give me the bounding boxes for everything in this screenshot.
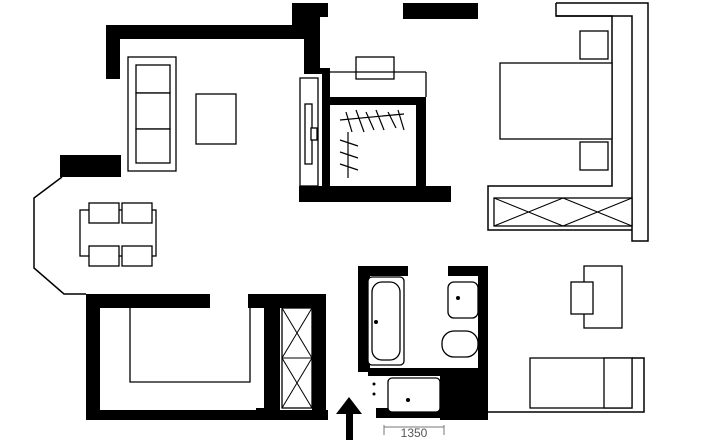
wall-lower-right [312, 294, 326, 420]
wall-lower-bottom [86, 410, 328, 420]
hanger [339, 151, 359, 159]
desk-chair [570, 281, 594, 315]
tv-knob [310, 127, 318, 141]
hanger [397, 109, 405, 131]
dining-chair [88, 202, 120, 224]
cabinet-diagonal [281, 357, 313, 409]
wall-dining-top [60, 155, 121, 177]
bay-window [33, 176, 86, 295]
wall-hall-corner [304, 68, 330, 74]
wall-bath-divider [368, 368, 440, 376]
dimension-label: 1350 [401, 426, 428, 440]
wall-bath-top-left [358, 266, 408, 276]
cabinet-diagonal [281, 307, 313, 359]
wall-closet-bottom [299, 186, 451, 202]
wall-bath-bottom [376, 408, 478, 418]
hanger [375, 109, 385, 131]
hall-bench [355, 56, 395, 80]
cross-marks [281, 197, 633, 409]
fixture-dot [372, 382, 376, 386]
thin-walls [33, 2, 649, 413]
radiator-mark [97, 378, 100, 390]
hanger [345, 111, 353, 133]
wall-hall-upper [304, 17, 320, 73]
wall-lower-top-left [86, 294, 210, 308]
sofa-cushion [135, 92, 171, 130]
wall-lower-top-right [248, 294, 314, 308]
wardrobe [493, 197, 633, 227]
walls [60, 3, 488, 420]
lower-right-wall [488, 357, 645, 413]
wall-lower-partition [264, 300, 280, 412]
furniture [79, 30, 633, 413]
drain-dot [374, 320, 378, 324]
fixture-dot [372, 392, 376, 396]
drain-dot [456, 296, 460, 300]
closet-hangers [339, 109, 405, 178]
bathtub-basin [371, 281, 401, 361]
toilet [447, 281, 479, 319]
wall-bath-top-right [448, 266, 488, 276]
wardrobe-diagonal [562, 197, 633, 227]
wall-bath-right [478, 266, 488, 420]
arrow-up-icon [336, 397, 362, 440]
dining-chair [121, 245, 153, 267]
wall-left-living [106, 25, 120, 79]
bedroom-inner-wall [487, 15, 632, 231]
hanger [339, 163, 359, 171]
wall-stub-vertical [292, 3, 306, 39]
coffee-table [195, 93, 237, 145]
wardrobe-diagonal [493, 197, 564, 227]
hanger [339, 139, 359, 147]
nightstand [579, 141, 609, 171]
double-bed [499, 62, 613, 140]
sofa-cushion [135, 64, 171, 94]
wall-lower-left [86, 294, 100, 420]
hanger [387, 111, 397, 129]
dimension-line [383, 425, 445, 435]
hanger [355, 109, 365, 133]
dining-chair [88, 245, 120, 267]
hanger-rod [339, 113, 405, 121]
shower-tray [387, 377, 441, 413]
sofa-cushion [135, 128, 171, 164]
fixture-dots [97, 296, 460, 411]
wall-closet-left [322, 68, 330, 188]
drain-dot [406, 398, 410, 402]
wall-top-right [403, 3, 478, 19]
kitchen-counter [129, 308, 251, 383]
single-bed-pillow [603, 357, 633, 409]
threshold-mark [256, 408, 280, 411]
wall-closet-right [416, 97, 426, 189]
wall-top-living [106, 25, 304, 39]
wall-closet-top [322, 97, 426, 105]
wall-bath-left [358, 266, 370, 372]
sink [441, 330, 479, 358]
dining-chair [121, 202, 153, 224]
hanger [365, 111, 375, 131]
nightstand [579, 30, 609, 60]
